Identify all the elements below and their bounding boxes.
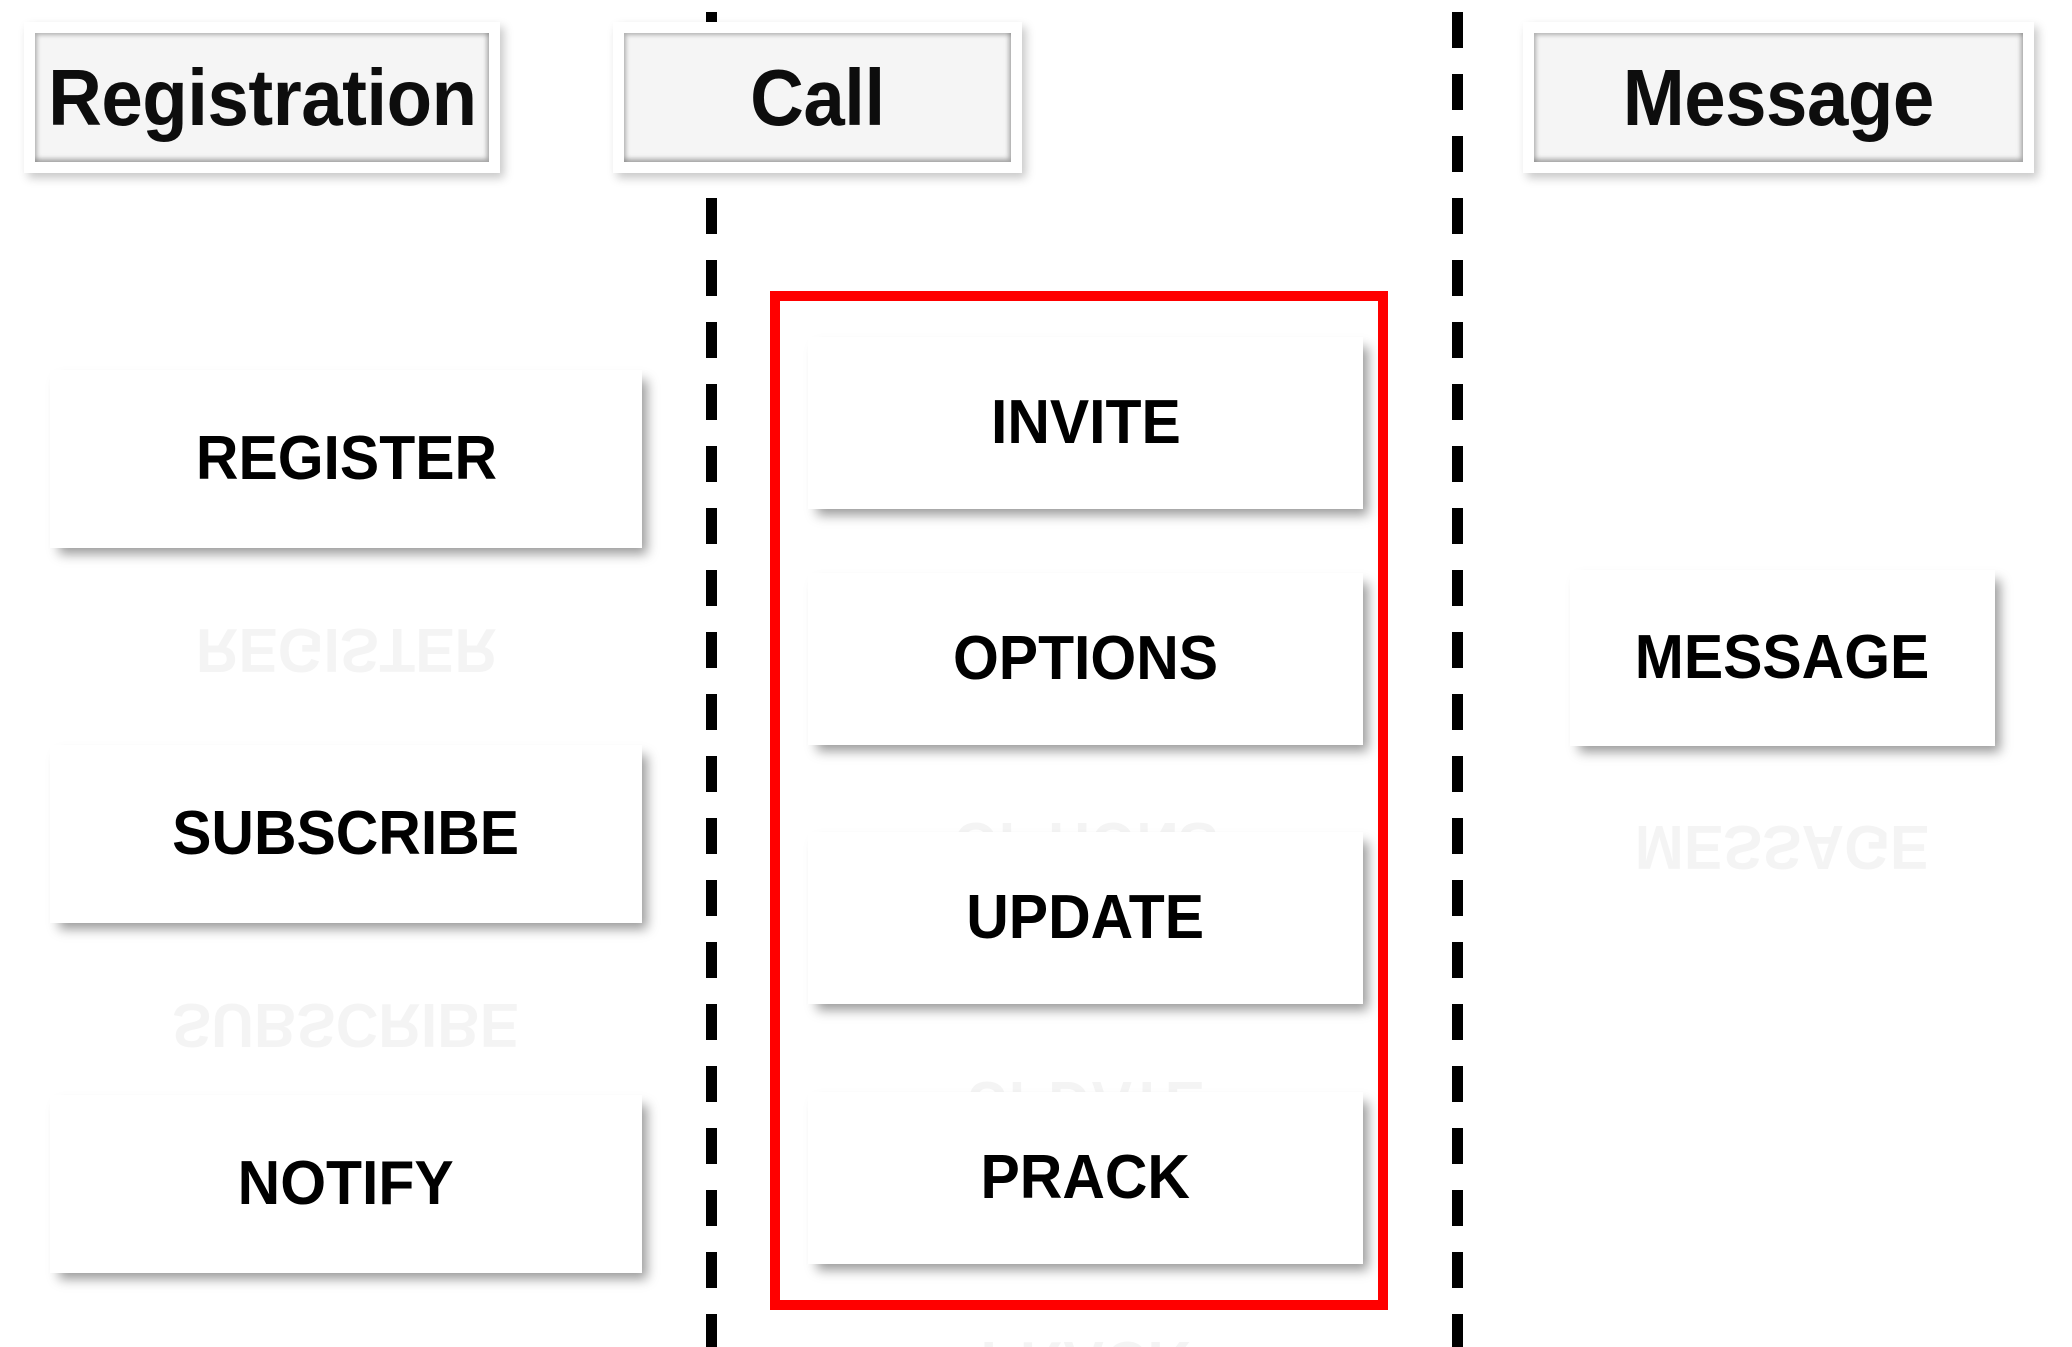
column-header-call[interactable]: Call [613, 22, 1022, 173]
column-header-registration-label: Registration [47, 52, 477, 142]
column-header-call-label: Call [750, 52, 885, 142]
column-header-message[interactable]: Message [1523, 22, 2034, 173]
item-card-invite[interactable]: INVITE [808, 337, 1363, 509]
item-reflection-message-label: MESSAGE [1635, 812, 1930, 881]
item-card-message[interactable]: MESSAGE [1570, 570, 1995, 746]
item-card-message-label: MESSAGE [1635, 623, 1930, 692]
item-reflection-notify-label: NOTIFY [238, 1340, 454, 1347]
column-header-message-label: Message [1622, 52, 1935, 142]
item-card-options[interactable]: OPTIONS [808, 573, 1363, 745]
item-reflection-message: MESSAGE [1570, 758, 1995, 934]
item-card-notify-label: NOTIFY [238, 1149, 454, 1218]
item-card-update-label: UPDATE [966, 883, 1205, 952]
item-reflection-register: REGISTER [50, 560, 642, 738]
item-card-register-label: REGISTER [195, 424, 497, 493]
highlight-rectangle-call-methods [770, 291, 1388, 1310]
column-divider-2 [1452, 0, 1463, 1347]
item-reflection-notify: NOTIFY [50, 1285, 642, 1347]
column-divider-1 [706, 0, 717, 1347]
item-card-update[interactable]: UPDATE [808, 832, 1363, 1004]
item-card-prack-label: PRACK [980, 1143, 1191, 1212]
item-reflection-register-label: REGISTER [195, 615, 496, 684]
item-reflection-subscribe-label: SUBSCRIBE [173, 990, 520, 1059]
item-card-register[interactable]: REGISTER [50, 370, 642, 548]
item-card-subscribe[interactable]: SUBSCRIBE [50, 745, 642, 923]
item-card-options-label: OPTIONS [952, 624, 1219, 693]
item-card-invite-label: INVITE [990, 388, 1181, 457]
column-header-registration[interactable]: Registration [24, 22, 500, 173]
item-card-subscribe-label: SUBSCRIBE [172, 799, 520, 868]
item-card-prack[interactable]: PRACK [808, 1092, 1363, 1264]
item-reflection-prack-label: PRACK [981, 1328, 1190, 1347]
item-reflection-subscribe: SUBSCRIBE [50, 935, 642, 1113]
item-card-notify[interactable]: NOTIFY [50, 1095, 642, 1273]
